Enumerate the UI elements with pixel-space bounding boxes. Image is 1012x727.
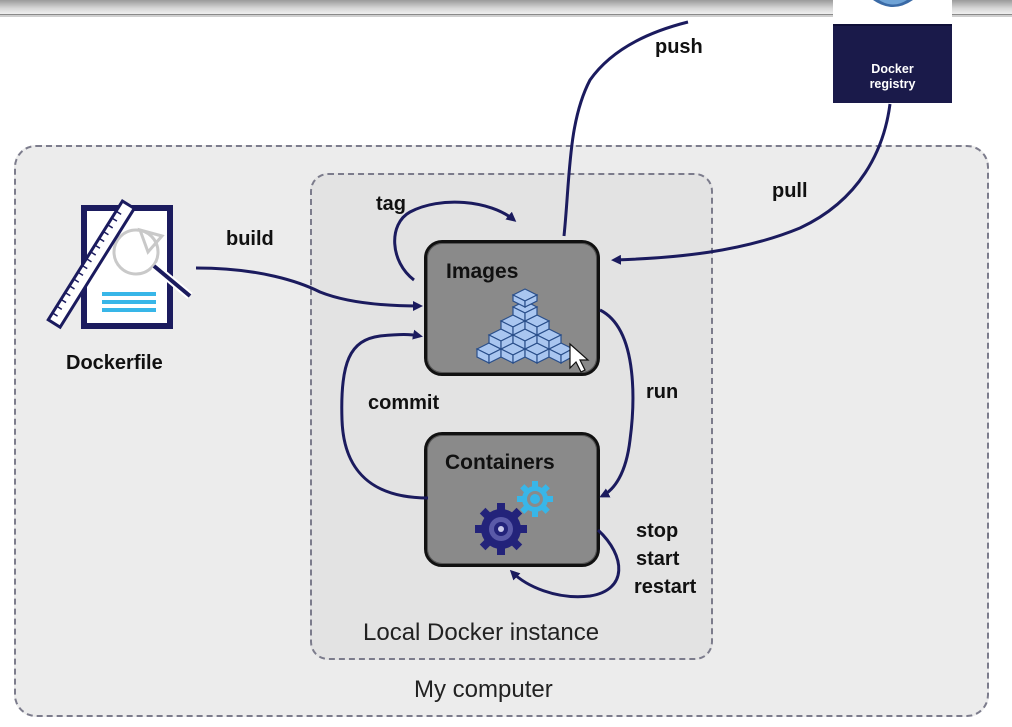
run-label: run xyxy=(646,381,679,403)
stacked-cubes-icon xyxy=(475,288,573,365)
pull-label: pull xyxy=(772,180,808,202)
commit-label: commit xyxy=(368,392,440,414)
registry-label: Docker registry xyxy=(833,62,952,92)
my-computer-label: My computer xyxy=(414,676,553,703)
window-top-divider xyxy=(0,15,1012,17)
docker-registry-node: Docker registry xyxy=(833,24,952,103)
registry-globe-area xyxy=(833,0,952,26)
build-label: build xyxy=(226,228,274,250)
stop-label: stop xyxy=(636,520,679,542)
registry-label-line1: Docker xyxy=(871,62,914,76)
gears-icon xyxy=(475,481,553,555)
docker-registry-globe-icon xyxy=(873,0,913,7)
dockerfile-document-icon xyxy=(46,198,193,330)
start-label: start xyxy=(636,548,680,570)
push-label: push xyxy=(655,36,703,58)
small-gear-icon xyxy=(517,481,553,517)
containers-title: Containers xyxy=(445,451,555,474)
images-node: Images xyxy=(424,240,600,376)
local-instance-label: Local Docker instance xyxy=(363,619,600,646)
images-title: Images xyxy=(446,260,519,283)
restart-label: restart xyxy=(634,576,697,598)
window-top-strip xyxy=(0,0,1012,15)
registry-label-line2: registry xyxy=(869,77,916,91)
tag-label: tag xyxy=(376,193,406,215)
containers-node: Containers xyxy=(424,432,600,567)
dockerfile-label: Dockerfile xyxy=(66,352,163,374)
large-gear-icon xyxy=(475,503,527,555)
